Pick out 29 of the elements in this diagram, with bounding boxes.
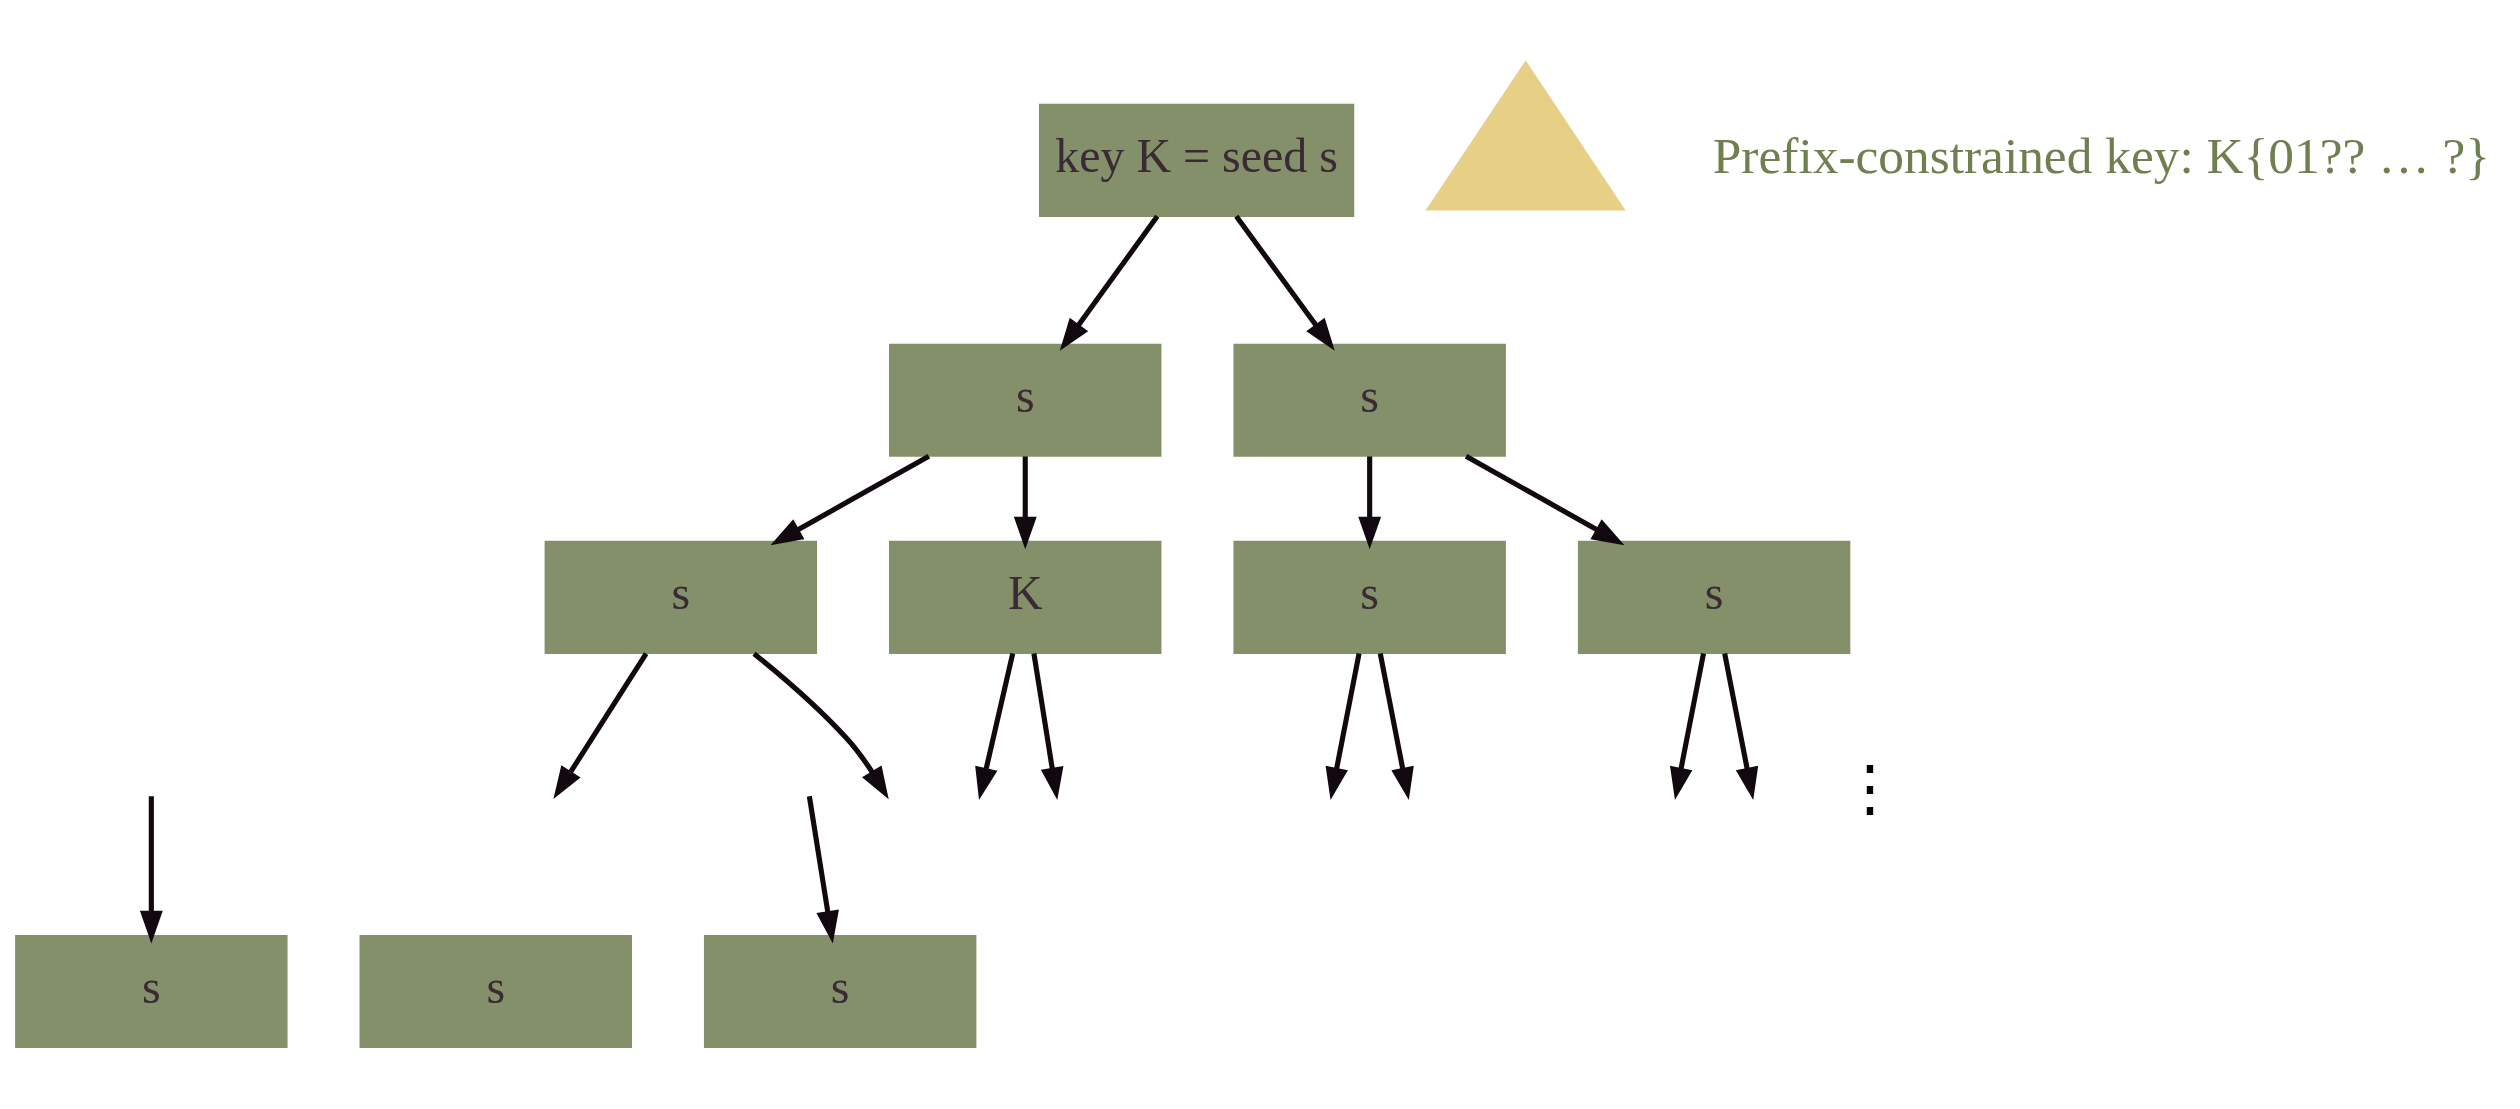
node-box: s: [544, 540, 818, 654]
node-box: s: [703, 934, 977, 1048]
node-box: key K = seed s: [1038, 103, 1355, 217]
node-box: K: [889, 540, 1162, 654]
arrow: [1325, 653, 1362, 801]
arrow: [1234, 214, 1335, 351]
node-box: s: [1233, 343, 1506, 457]
arrow: [806, 795, 839, 944]
node-triangle: [1425, 60, 1626, 211]
arrow: [1031, 653, 1064, 801]
arrow: [1013, 456, 1037, 550]
arrow: [770, 453, 931, 546]
arrow: [1464, 453, 1625, 546]
node-box: s: [1577, 540, 1851, 654]
arrow: [553, 652, 649, 799]
arrow: [1358, 456, 1382, 550]
node-box: s: [889, 343, 1162, 457]
arrow: [1722, 653, 1759, 801]
arrow: [1059, 214, 1160, 351]
arrow: [1670, 653, 1706, 801]
arrow: [975, 652, 1016, 800]
node-box: s: [1233, 540, 1506, 654]
arrow: [139, 796, 163, 944]
arrow: [1377, 653, 1414, 801]
label: Prefix-constrained key: K{01?? … ?}: [1712, 127, 2490, 185]
label: ⋮: [1839, 754, 1902, 823]
node-box: s: [15, 934, 288, 1048]
node-box: s: [359, 934, 632, 1048]
arrow: [752, 651, 889, 800]
